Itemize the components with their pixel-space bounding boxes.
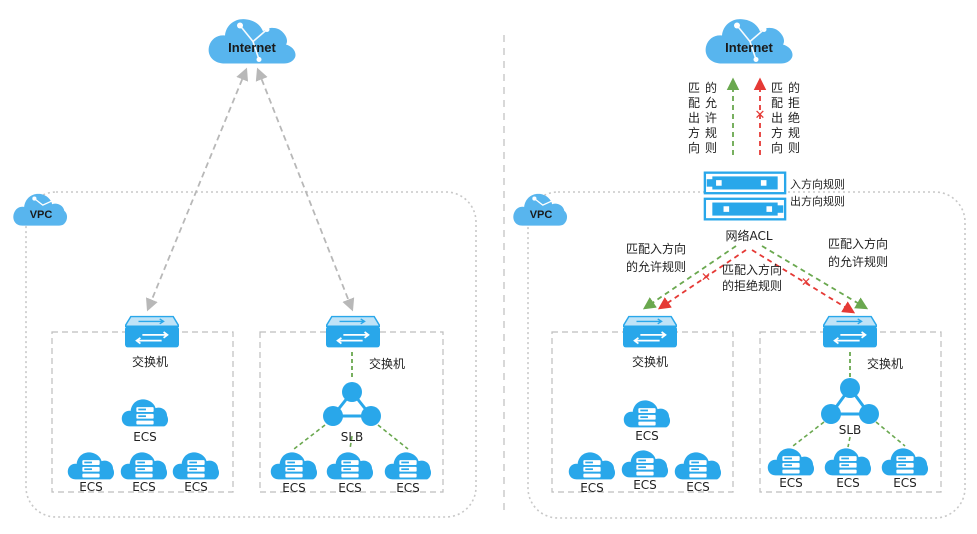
ecs-label: ECS	[836, 476, 860, 490]
switch-icon	[125, 315, 179, 349]
ecs-label: ECS	[635, 429, 659, 443]
inbound-allow-arrow-right	[761, 245, 869, 310]
outbound-deny-char: 拒	[788, 96, 800, 110]
outbound-deny-char: 出	[771, 111, 783, 125]
outbound-deny-char: 向	[771, 140, 783, 155]
outbound-deny-char: 的	[788, 80, 800, 95]
switch-label: 交换机	[132, 354, 168, 369]
block-x-icon: ✕	[755, 108, 766, 123]
inbound-allow-label: 的允许规则	[626, 259, 686, 274]
inbound-allow-label: 的允许规则	[828, 254, 888, 269]
slb-ecs-link	[293, 424, 326, 450]
right-diagram: Internet VPC ✕ 匹 配 出 方 向 的 允 许 规 则 匹 配 出…	[512, 18, 966, 519]
outbound-allow-char: 方	[688, 125, 700, 140]
vpc-boundary	[527, 191, 966, 519]
ecs-icon	[623, 400, 671, 428]
ecs-label: ECS	[779, 476, 803, 490]
inbound-deny-label: 匹配入方向	[722, 262, 782, 277]
outbound-deny-char: 方	[771, 125, 783, 140]
vpc-label: VPC	[530, 209, 553, 221]
outbound-deny-label: 匹 配 出 方 向 的 拒 绝 规 则	[771, 80, 800, 155]
switch-label: 交换机	[369, 356, 405, 371]
outbound-allow-char: 许	[705, 111, 717, 125]
inbound-allow-label: 匹配入方向	[626, 241, 686, 256]
ecs-label: ECS	[396, 481, 420, 495]
outbound-allow-char: 的	[705, 80, 717, 95]
internet-label: Internet	[228, 40, 276, 55]
ecs-icon	[674, 452, 722, 480]
ecs-label: ECS	[133, 430, 157, 444]
ecs-icon	[121, 399, 169, 427]
ecs-label: ECS	[893, 476, 917, 490]
inbound-allow-label: 匹配入方向	[828, 236, 888, 251]
slb-ecs-link	[847, 436, 851, 448]
ecs-label: ECS	[79, 480, 103, 494]
slb-ecs-link	[377, 424, 409, 450]
vpc-label: VPC	[30, 209, 53, 221]
outbound-deny-char: 规	[788, 125, 800, 140]
ecs-icon	[621, 450, 669, 478]
left-diagram: Internet VPC 交换机 交换机 SLB ECS ECS ECS ECS	[12, 18, 477, 518]
outbound-allow-char: 允	[705, 95, 717, 110]
ecs-icon	[384, 452, 432, 480]
outbound-deny-char: 绝	[788, 110, 800, 125]
switch-icon	[823, 315, 877, 349]
outbound-deny-char: 匹	[771, 81, 783, 95]
internet-label: Internet	[725, 40, 773, 55]
ecs-icon	[767, 448, 815, 476]
ecs-label: ECS	[184, 480, 208, 494]
ecs-icon	[326, 452, 374, 480]
ecs-icon	[120, 452, 168, 480]
switch-label: 交换机	[867, 356, 903, 371]
network-acl-icon	[703, 171, 787, 221]
ecs-label: ECS	[686, 480, 710, 494]
slb-ecs-link	[792, 421, 825, 447]
outbound-allow-char: 配	[688, 96, 700, 110]
acl-outbound-rules-label: 出方向规则	[790, 194, 845, 208]
outbound-allow-char: 则	[705, 141, 717, 155]
ecs-icon	[172, 452, 220, 480]
outbound-deny-char: 配	[771, 96, 783, 110]
vpc-boundary	[25, 191, 477, 518]
block-x-icon: ✕	[701, 270, 711, 284]
slb-icon	[821, 378, 879, 424]
outbound-allow-label: 匹 配 出 方 向 的 允 许 规 则	[688, 80, 717, 155]
ecs-icon	[881, 448, 929, 476]
outbound-allow-char: 出	[688, 111, 700, 125]
switch-icon	[623, 315, 677, 349]
ecs-icon	[568, 452, 616, 480]
inbound-deny-label: 的拒绝规则	[722, 278, 782, 293]
switch-label: 交换机	[632, 354, 668, 369]
acl-name-label: 网络ACL	[725, 228, 772, 243]
ecs-label: ECS	[132, 480, 156, 494]
ecs-label: ECS	[633, 478, 657, 492]
ecs-label: ECS	[282, 481, 306, 495]
ecs-label: ECS	[580, 481, 604, 495]
slb-ecs-link	[875, 421, 906, 447]
slb-ecs-link	[349, 435, 353, 450]
traffic-arrow-switch-a	[145, 67, 249, 312]
outbound-allow-char: 匹	[688, 81, 700, 95]
ecs-label: ECS	[338, 481, 362, 495]
switch-icon	[326, 315, 380, 349]
acl-inbound-rules-label: 入方向规则	[790, 177, 845, 191]
outbound-allow-char: 规	[705, 125, 717, 140]
inbound-deny-arrow-right	[751, 249, 856, 314]
outbound-allow-char: 向	[688, 140, 700, 155]
ecs-icon	[270, 452, 318, 480]
block-x-icon: ✕	[801, 275, 811, 289]
ecs-icon	[824, 448, 872, 476]
slb-icon	[323, 382, 381, 426]
slb-label: SLB	[839, 423, 862, 437]
ecs-icon	[67, 452, 115, 480]
traffic-arrow-switch-b	[255, 67, 355, 312]
outbound-deny-char: 则	[788, 141, 800, 155]
